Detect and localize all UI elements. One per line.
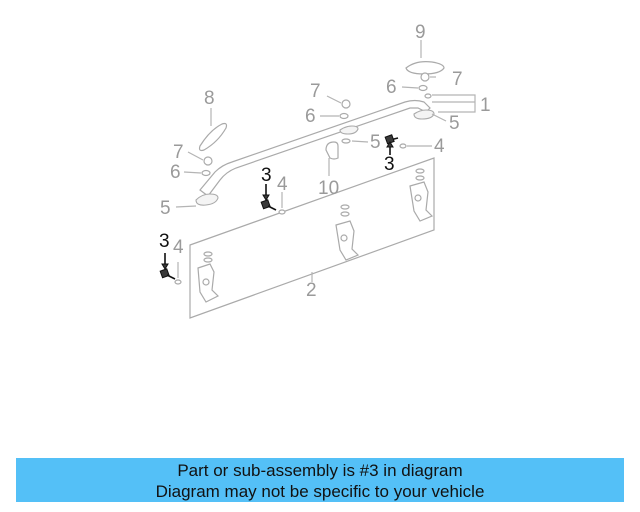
callout-6: 6 bbox=[386, 77, 397, 98]
callout-7: 7 bbox=[173, 142, 184, 163]
callout-4: 4 bbox=[173, 237, 184, 258]
callout-1: 1 bbox=[480, 95, 491, 116]
callout-6: 6 bbox=[305, 106, 316, 127]
panel-bracket-left bbox=[197, 251, 220, 303]
callout-5: 5 bbox=[370, 132, 381, 153]
lower-panel-part-2 bbox=[189, 157, 435, 319]
callout-5: 5 bbox=[160, 198, 171, 219]
callout-2: 2 bbox=[306, 280, 317, 301]
cap-part-9 bbox=[405, 40, 445, 75]
callout-7: 7 bbox=[452, 69, 463, 90]
callout-9: 9 bbox=[415, 22, 426, 43]
parts-diagram: 9 7 6 1 5 8 7 6 5 4 3 7 6 3 4 10 5 3 4 2 bbox=[159, 22, 491, 319]
callout-6: 6 bbox=[170, 162, 181, 183]
bolt-part-3-middle bbox=[260, 184, 277, 211]
nut-washers bbox=[174, 72, 432, 285]
roof-rail-part-1 bbox=[195, 99, 435, 206]
diagram-notice-banner: Part or sub-assembly is #3 in diagram Di… bbox=[16, 458, 624, 502]
cover-part-8 bbox=[198, 108, 228, 152]
callout-3: 3 bbox=[159, 231, 170, 252]
callout-4: 4 bbox=[434, 136, 445, 157]
callout-10: 10 bbox=[318, 178, 339, 199]
panel-bracket-center bbox=[335, 204, 360, 261]
callout-7: 7 bbox=[310, 81, 321, 102]
clip-part-10 bbox=[325, 141, 339, 176]
callout-3: 3 bbox=[261, 165, 272, 186]
callout-8: 8 bbox=[204, 88, 215, 109]
leader-lines bbox=[175, 76, 476, 278]
callout-4: 4 bbox=[277, 174, 288, 195]
banner-line-disclaimer: Diagram may not be specific to your vehi… bbox=[155, 482, 485, 501]
banner-line-part-number: Part or sub-assembly is #3 in diagram bbox=[177, 461, 463, 480]
panel-bracket-right bbox=[409, 168, 434, 222]
callout-3: 3 bbox=[384, 154, 395, 175]
bolt-part-3-lower-left bbox=[159, 253, 176, 280]
bolt-part-3-upper-right bbox=[384, 134, 399, 155]
callout-labels: 9 7 6 1 5 8 7 6 5 4 3 7 6 3 4 10 5 3 4 2 bbox=[159, 22, 491, 301]
callout-5: 5 bbox=[449, 113, 460, 134]
